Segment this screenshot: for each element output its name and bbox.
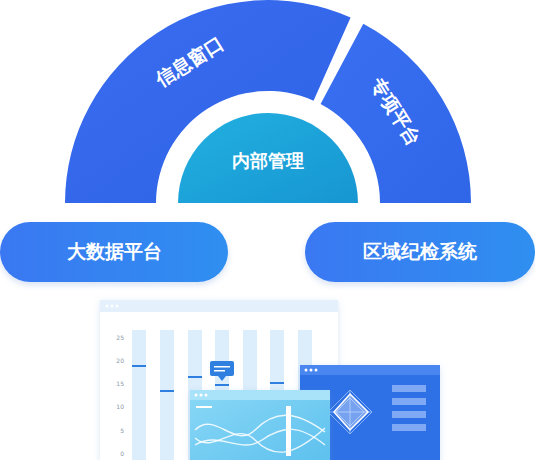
axis-tick-label: 5: [112, 427, 124, 434]
node-label: 区域纪检系统: [363, 239, 477, 265]
axis-tick-label: 15: [112, 380, 124, 387]
platform-pill: 大数据平台: [0, 222, 228, 282]
platform-pill: 区域纪检系统: [305, 222, 535, 282]
node-label: 内部管理: [232, 149, 304, 173]
axis-tick-label: 25: [112, 334, 124, 341]
wave-card: [190, 390, 330, 460]
axis-tick-label: 20: [112, 357, 124, 364]
node-shape: [178, 113, 358, 203]
node-label: 大数据平台: [67, 239, 162, 265]
axis-tick-label: 10: [112, 403, 124, 410]
chat-bubble-icon: [210, 361, 234, 381]
axis-tick-label: 0: [112, 450, 124, 457]
core-semicircle: 内部管理: [178, 113, 358, 203]
